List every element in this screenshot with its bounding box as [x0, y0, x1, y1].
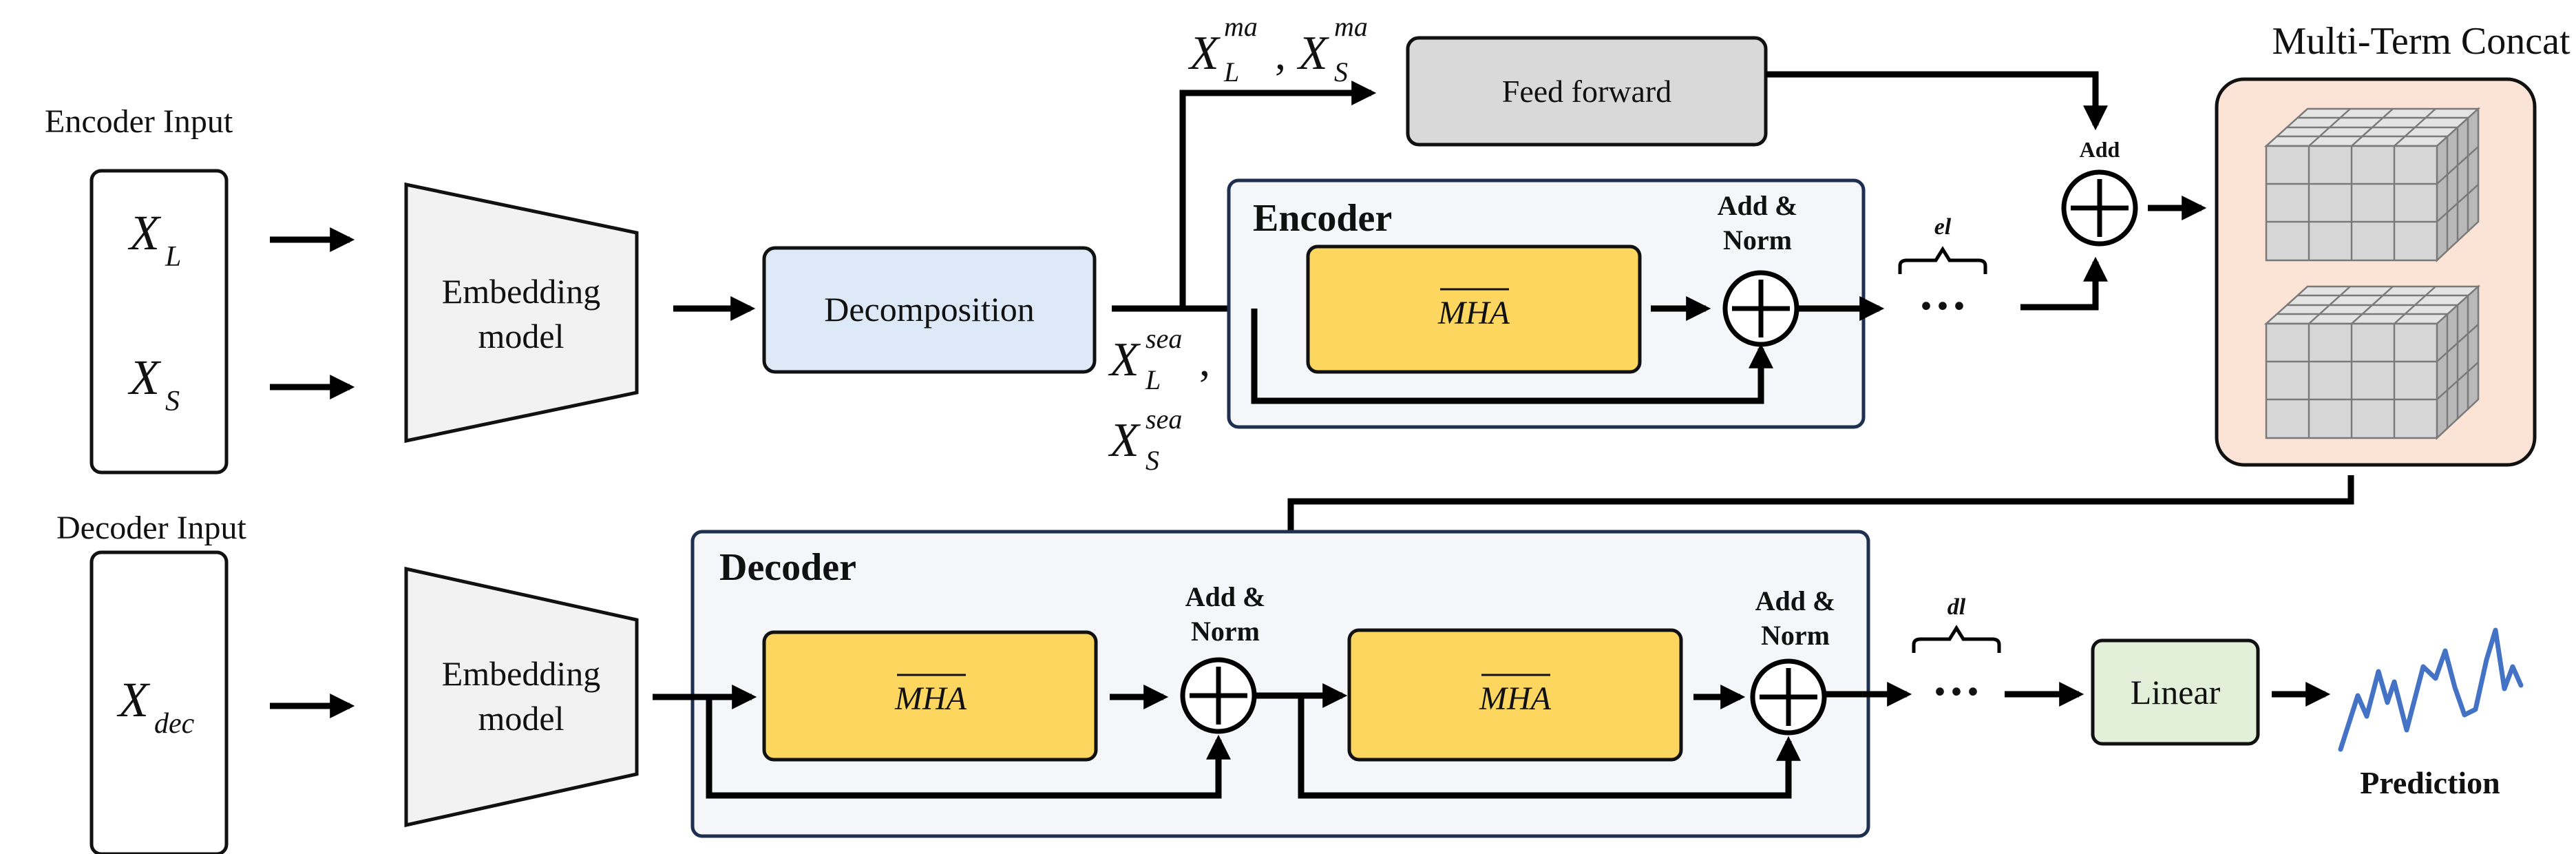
decoder-embedding-model [404, 566, 639, 828]
decoder-mha-label-1: MHA [894, 674, 967, 717]
plus-circle-icon [2061, 169, 2138, 247]
decoder-embedding-label-2: model [478, 699, 564, 738]
plus-circle-icon [1180, 657, 1257, 734]
svg-text:ma: ma [1334, 11, 1368, 42]
decoder-input-box [89, 550, 229, 854]
decoder-add-norm-label-1: Add & [1185, 581, 1266, 612]
decoder-mha-label-2: MHA [1479, 674, 1552, 717]
svg-text:dec: dec [154, 708, 195, 740]
svg-text:X: X [1187, 27, 1221, 80]
encoder-ellipsis: ··· [1918, 278, 1967, 333]
x-ma-symbols: X ma L , X ma S [1187, 11, 1368, 87]
svg-text:S: S [1146, 445, 1159, 476]
svg-text:sea: sea [1146, 404, 1182, 435]
decoder-input-label: Decoder Input [56, 510, 247, 546]
svg-text:X: X [127, 350, 162, 405]
plus-circle-icon [1722, 270, 1799, 347]
dl-bracket [1912, 625, 2001, 653]
prediction-wave-icon [2338, 627, 2524, 752]
svg-text:,: , [1199, 336, 1210, 385]
encoder-mha-label: MHA [1437, 288, 1510, 331]
cube-icon [2263, 107, 2481, 262]
add-label: Add [2080, 137, 2120, 162]
svg-text:X: X [1108, 414, 1141, 467]
cube-icon [2263, 284, 2481, 440]
feed-forward-to-add-arrow [1766, 71, 2108, 131]
decoder-add-norm-label-2: Add & [1755, 585, 1836, 616]
decoder-residual-arrow-2 [1298, 696, 1801, 799]
multi-term-concat-label: Multi-Term Concat [2272, 20, 2570, 63]
decomposition-label: Decomposition [824, 290, 1035, 329]
decoder-add-norm-label-1b: Norm [1191, 616, 1260, 647]
encoder-embedding-model [404, 182, 639, 444]
svg-text:X: X [127, 205, 162, 260]
decoder-mha-box-1 [762, 630, 1098, 762]
feed-forward-box [1406, 36, 1768, 147]
feed-forward-label: Feed forward [1502, 74, 1672, 109]
svg-text:MHA: MHA [1479, 680, 1552, 717]
decomposition-box [762, 246, 1097, 374]
linear-box [2091, 638, 2260, 746]
svg-text:MHA: MHA [1437, 295, 1510, 331]
linear-label: Linear [2131, 673, 2221, 711]
encoder-input-box [89, 169, 229, 475]
decoder-ellipsis: ··· [1932, 664, 1981, 719]
svg-text:S: S [1334, 56, 1348, 87]
encoder-input-label: Encoder Input [45, 103, 233, 140]
x-sea-symbols: X sea L , X sea S [1108, 323, 1210, 476]
decoder-mha-box-2 [1347, 628, 1683, 762]
decoder-embedding-label: Embedding [442, 654, 601, 693]
encoder-add-norm-label-2: Norm [1723, 225, 1792, 256]
svg-text:L: L [165, 241, 181, 273]
decoder-residual-arrow-1 [706, 697, 1231, 799]
decoder-title: Decoder [719, 546, 856, 589]
svg-text:,: , [1275, 30, 1286, 79]
encoder-residual-arrow [1251, 309, 1773, 404]
svg-text:MHA: MHA [894, 680, 967, 717]
svg-text:X: X [116, 672, 151, 727]
decoder-add-norm-label-2b: Norm [1761, 620, 1830, 651]
encoder-title: Encoder [1253, 197, 1392, 240]
svg-text:S: S [165, 386, 180, 417]
encoder-mha-box [1306, 244, 1642, 374]
encoder-to-add-arrow [2020, 256, 2108, 311]
dl-label: dl [1947, 594, 1966, 620]
svg-text:L: L [1223, 56, 1239, 87]
x-dec-symbol: X dec [116, 672, 195, 740]
svg-text:ma: ma [1224, 11, 1258, 42]
el-label: el [1934, 214, 1952, 240]
x-s-symbol: X S [127, 350, 180, 417]
encoder-embedding-label-2: model [478, 317, 564, 355]
prediction-label: Prediction [2360, 765, 2500, 800]
encoder-add-norm-label: Add & [1718, 190, 1798, 221]
el-bracket [1898, 246, 1987, 274]
encoder-embedding-label: Embedding [442, 272, 601, 311]
svg-text:X: X [1108, 333, 1141, 386]
plus-circle-icon [1750, 658, 1827, 736]
svg-text:X: X [1296, 27, 1330, 80]
x-l-symbol: X L [127, 205, 181, 273]
svg-text:sea: sea [1146, 323, 1182, 354]
svg-text:L: L [1145, 364, 1161, 395]
